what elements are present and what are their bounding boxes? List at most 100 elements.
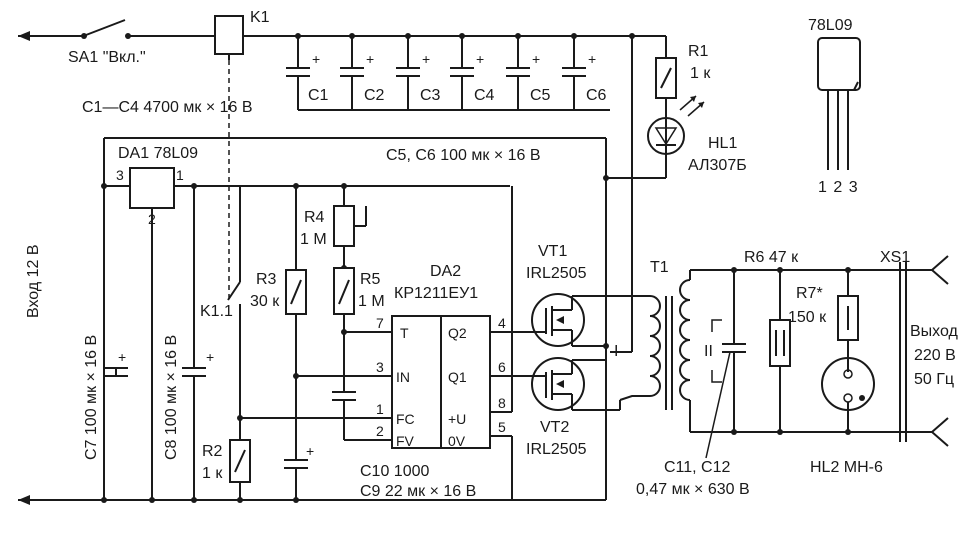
label-package-title: 78L09 [808, 17, 853, 34]
label-pin-num-3: 3 [376, 359, 384, 375]
label-r5-value: 1 М [358, 293, 385, 310]
resistor-r2 [229, 439, 251, 500]
capacitor-c4: + [450, 36, 484, 110]
label-r1-value: 1 к [690, 65, 711, 82]
label-r2-value: 1 к [202, 465, 223, 482]
label-da2-type: КР1211ЕУ1 [394, 285, 478, 302]
label-pin-num-2: 2 [376, 423, 384, 439]
label-hl1-type: АЛ307Б [688, 157, 747, 174]
label-c11-c12-value: 0,47 мк × 630 В [636, 481, 750, 498]
label-k11: K1.1 [200, 303, 233, 320]
transformer-t1 [619, 270, 691, 432]
svg-text:+: + [476, 51, 484, 67]
output-section [690, 267, 932, 435]
resistor-r1 [655, 57, 677, 116]
label-t1: T1 [650, 259, 669, 276]
label-da1-pin3: 3 [116, 167, 124, 183]
regulator-da1 [104, 167, 510, 500]
label-vt1: VT1 [538, 243, 567, 260]
label-r5: R5 [360, 271, 381, 288]
led-hl1 [606, 95, 705, 179]
label-pin-num-7: 7 [376, 315, 384, 331]
label-r3-value: 30 к [250, 293, 280, 310]
label-r7-value: 150 к [788, 309, 827, 326]
label-r1: R1 [688, 43, 709, 60]
resistor-r5 [333, 267, 392, 392]
label-c9: C9 22 мк × 16 В [360, 483, 476, 500]
resistor-r7 [837, 270, 859, 358]
label-vt2: VT2 [540, 419, 569, 436]
capacitor-c1: + [286, 36, 320, 110]
label-da1: DA1 78L09 [118, 145, 198, 162]
label-c5-c6: C5, C6 100 мк × 16 В [386, 147, 541, 164]
label-pin-num-5: 5 [498, 419, 506, 435]
capacitor-c7: + [104, 349, 128, 377]
svg-text:+: + [532, 51, 540, 67]
label-da2: DA2 [430, 263, 461, 280]
svg-text:+: + [306, 443, 314, 459]
capacitor-c6: + [562, 36, 596, 110]
label-k1: K1 [250, 9, 270, 26]
capacitor-c2: + [340, 36, 374, 110]
neon-lamp-hl2 [821, 357, 875, 432]
capacitor-c9: + [284, 443, 314, 500]
label-vt1-type: IRL2505 [526, 265, 587, 282]
label-pin-plus-u: +U [448, 411, 466, 427]
label-r2: R2 [202, 443, 223, 460]
label-pin-q1: Q1 [448, 369, 467, 385]
power-bus [104, 36, 633, 500]
label-output-1: Выход [910, 323, 959, 340]
label-package-pins: 1 2 3 [818, 179, 858, 196]
svg-text:+: + [422, 51, 430, 67]
capacitor-c8: + [182, 186, 214, 500]
label-pin-num-4: 4 [498, 315, 506, 331]
label-c1: C1 [308, 87, 329, 104]
svg-text:+: + [588, 51, 596, 67]
label-pin-num-8: 8 [498, 395, 506, 411]
label-c3: C3 [420, 87, 441, 104]
label-r7: R7* [796, 285, 823, 302]
capacitor-bank: + + + + + [286, 33, 635, 111]
label-c5: C5 [530, 87, 551, 104]
label-c4: C4 [474, 87, 495, 104]
svg-text:+: + [312, 51, 320, 67]
label-xs1: XS1 [880, 249, 910, 266]
transistor-vt1 [520, 293, 632, 347]
label-c8: C8 100 мк × 16 В [163, 335, 180, 460]
label-output-2: 220 В [914, 347, 956, 364]
label-output-3: 50 Гц [914, 371, 954, 388]
label-input: Вход 12 В [25, 244, 42, 318]
ic-da2 [240, 186, 520, 500]
label-hl2: HL2 МН-6 [810, 459, 883, 476]
svg-text:+: + [206, 349, 214, 365]
resistor-r4 [333, 186, 367, 271]
svg-text:+: + [366, 51, 374, 67]
capacitor-c5: + [506, 36, 540, 110]
label-da1-pin2: 2 [148, 211, 156, 227]
label-r4: R4 [304, 209, 325, 226]
svg-text:+: + [118, 349, 126, 365]
label-r4-value: 1 М [300, 231, 327, 248]
label-c6: C6 [586, 87, 607, 104]
input-rails [18, 138, 606, 505]
label-c1-c4: C1—C4 4700 мк × 16 В [82, 99, 253, 116]
label-c7: C7 100 мк × 16 В [83, 335, 100, 460]
label-pin-num-1: 1 [376, 401, 384, 417]
label-c11-c12: C11, C12 [664, 459, 731, 476]
label-winding-2: II [704, 343, 713, 360]
label-pin-q2: Q2 [448, 325, 467, 341]
label-c2: C2 [364, 87, 385, 104]
label-sa1: SA1 "Вкл." [68, 49, 146, 66]
capacitor-c3: + [396, 36, 430, 110]
label-hl1: HL1 [708, 135, 737, 152]
label-vt2-type: IRL2505 [526, 441, 587, 458]
label-winding-1: I [614, 343, 618, 360]
label-r6: R6 47 к [744, 249, 799, 266]
capacitor-c11-c12 [705, 270, 746, 459]
relay-k1-coil [214, 15, 244, 300]
resistor-r3 [285, 186, 307, 460]
label-r3: R3 [256, 271, 277, 288]
capacitor-c10 [332, 391, 392, 441]
label-pin-fv: FV [396, 433, 415, 449]
